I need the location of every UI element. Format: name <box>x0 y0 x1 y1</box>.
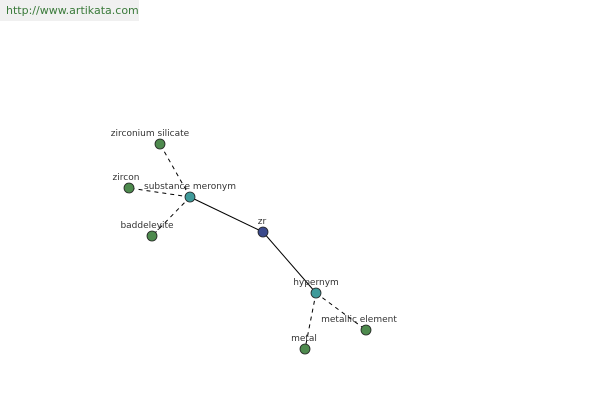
node-hypernym[interactable] <box>310 287 322 299</box>
label-zr: zr <box>258 217 267 227</box>
label-zirconium-silicate: zirconium silicate <box>111 129 190 139</box>
edge-center-substance-meronym <box>189 196 264 233</box>
edge-substance-meronym-zircon <box>128 187 191 198</box>
label-zircon: zircon <box>113 173 140 183</box>
node-metallic-element[interactable] <box>360 324 372 336</box>
node-metal[interactable] <box>299 343 311 355</box>
node-zirconium-silicate[interactable] <box>154 138 166 150</box>
label-baddeleyite: baddeleyite <box>120 221 174 231</box>
edge-substance-meronym-zirconium-silicate <box>159 143 191 198</box>
label-substance-meronym: substance meronym <box>144 182 236 192</box>
node-substance-meronym[interactable] <box>184 191 196 203</box>
node-zircon[interactable] <box>123 182 135 194</box>
node-zr[interactable] <box>257 226 269 238</box>
edge-hypernym-metallic-element <box>315 292 367 331</box>
label-metallic-element: metallic element <box>321 315 397 325</box>
label-hypernym: hypernym <box>293 278 339 288</box>
edge-substance-meronym-baddeleyite <box>151 196 191 237</box>
watermark-link[interactable]: http://www.artikata.com <box>0 0 139 21</box>
label-metal: metal <box>291 334 317 344</box>
edge-center-hypernym <box>262 231 317 294</box>
edge-hypernym-metal <box>304 292 317 350</box>
node-baddeleyite[interactable] <box>146 230 158 242</box>
